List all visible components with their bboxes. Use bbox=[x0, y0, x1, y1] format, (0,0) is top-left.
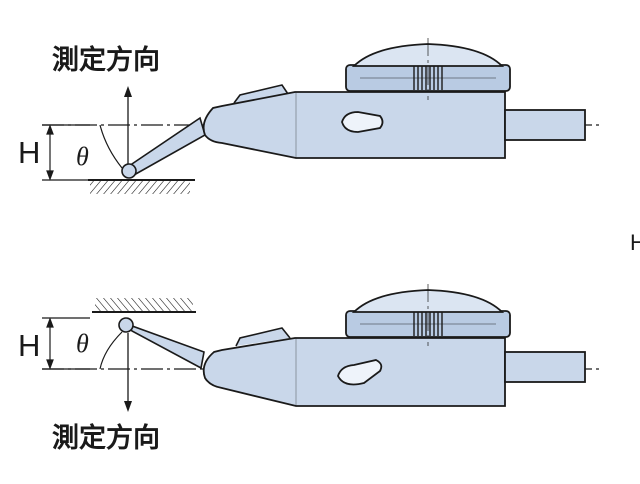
bottom-contact-point bbox=[118, 317, 134, 333]
top-angle-arc bbox=[99, 124, 123, 169]
top-window bbox=[341, 111, 384, 133]
top-direction-label: 測定方向 bbox=[52, 45, 160, 76]
bottom-indicator bbox=[42, 284, 600, 412]
top-height-symbol: H bbox=[18, 135, 41, 170]
top-indicator bbox=[42, 38, 600, 194]
bottom-direction-arrow bbox=[124, 333, 132, 412]
bottom-ceiling-surface bbox=[92, 298, 196, 313]
bottom-angle-arc bbox=[99, 331, 123, 370]
bottom-stem bbox=[504, 351, 586, 383]
bottom-height-symbol: H bbox=[18, 328, 41, 363]
top-height-dimension bbox=[42, 124, 90, 181]
bottom-direction-label: 測定方向 bbox=[52, 423, 160, 454]
bottom-stylus bbox=[118, 317, 205, 370]
cropped-edge-text: H bbox=[630, 230, 640, 255]
top-clamp bbox=[233, 84, 289, 104]
bottom-clamp bbox=[235, 327, 291, 347]
bottom-angle-symbol: θ bbox=[76, 329, 89, 358]
bottom-window bbox=[337, 359, 383, 386]
top-direction-arrow bbox=[124, 86, 132, 168]
top-stylus bbox=[121, 116, 206, 179]
top-angle-symbol: θ bbox=[76, 142, 89, 171]
top-ground-surface bbox=[88, 179, 195, 194]
top-contact-point bbox=[121, 163, 137, 179]
top-stem bbox=[504, 109, 586, 141]
